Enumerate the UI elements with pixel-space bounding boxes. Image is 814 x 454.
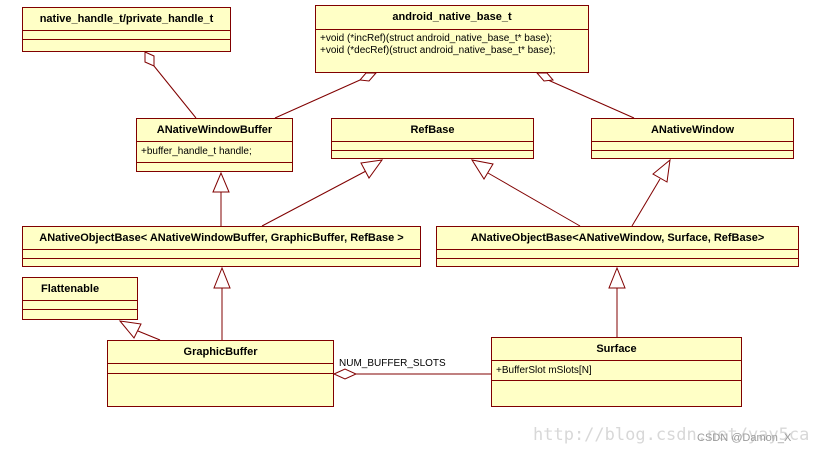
- attributes-section: [23, 250, 420, 259]
- class-flattenable[interactable]: Flattenable: [22, 277, 138, 320]
- class-anativewindow[interactable]: ANativeWindow: [591, 118, 794, 159]
- class-name: ANativeWindow: [592, 119, 793, 142]
- operations-section: [23, 259, 420, 268]
- class-name: Flattenable: [23, 278, 137, 301]
- triangle-4: [652, 158, 671, 183]
- generalization-line-2: [261, 170, 367, 227]
- operations-section: [437, 259, 798, 268]
- operations-section: +void (*incRef)(struct android_native_ba…: [316, 30, 588, 59]
- composition-line-base-window: [547, 79, 635, 119]
- operations-section: [23, 310, 137, 319]
- class-graphicbuffer[interactable]: GraphicBuffer: [107, 340, 334, 407]
- class-name: GraphicBuffer: [108, 341, 333, 364]
- operation: +void (*decRef)(struct android_native_ba…: [320, 45, 556, 56]
- class-anativewindowbuffer[interactable]: ANativeWindowBuffer +buffer_handle_t han…: [136, 118, 293, 172]
- class-name: Surface: [492, 338, 741, 361]
- attributes-section: +BufferSlot mSlots[N]: [492, 361, 741, 381]
- attributes-section: [437, 250, 798, 259]
- operations-section: [23, 40, 230, 49]
- class-anob-window[interactable]: ANativeObjectBase<ANativeWindow, Surface…: [436, 226, 799, 267]
- triangle-6: [118, 320, 142, 339]
- operations-section: [332, 151, 533, 160]
- class-surface[interactable]: Surface +BufferSlot mSlots[N]: [491, 337, 742, 407]
- class-android-native-base[interactable]: android_native_base_t +void (*incRef)(st…: [315, 5, 589, 73]
- attributes-section: [108, 364, 333, 374]
- generalization-line-3: [487, 172, 581, 227]
- attributes-section: +buffer_handle_t handle;: [137, 142, 292, 163]
- class-name: native_handle_t/private_handle_t: [23, 8, 230, 31]
- class-name: ANativeObjectBase<ANativeWindow, Surface…: [437, 227, 798, 250]
- class-name: ANativeObjectBase< ANativeWindowBuffer, …: [23, 227, 420, 250]
- attributes-section: [23, 31, 230, 40]
- diamond-base-buffer-shape: [359, 72, 378, 82]
- composition-line-handle: [153, 65, 197, 119]
- attributes-section: [23, 301, 137, 310]
- triangle-2: [360, 159, 384, 179]
- composition-line-base-buffer: [274, 79, 361, 119]
- generalization-line-4: [631, 178, 661, 227]
- operations-section: [592, 151, 793, 160]
- triangle-3: [470, 159, 494, 180]
- diamond-handle: [144, 51, 155, 67]
- triangle-7: [608, 266, 626, 289]
- association-label: NUM_BUFFER_SLOTS: [339, 358, 446, 369]
- class-refbase[interactable]: RefBase: [331, 118, 534, 159]
- diamond-base-window: [535, 72, 554, 82]
- attributes-section: [592, 142, 793, 151]
- class-name: ANativeWindowBuffer: [137, 119, 292, 142]
- operation: +void (*incRef)(struct android_native_ba…: [320, 33, 553, 44]
- class-native-handle[interactable]: native_handle_t/private_handle_t: [22, 7, 231, 52]
- triangle-5: [213, 266, 231, 289]
- operations-section: [108, 374, 333, 406]
- class-name: android_native_base_t: [316, 6, 588, 30]
- attribute: +buffer_handle_t handle;: [141, 146, 252, 157]
- operations-section: [137, 163, 292, 172]
- aggregation-diamond: [332, 368, 358, 380]
- credit: CSDN @Damon_X: [697, 432, 792, 444]
- generalization-line-6: [137, 330, 161, 341]
- class-anob-buffer[interactable]: ANativeObjectBase< ANativeWindowBuffer, …: [22, 226, 421, 267]
- triangle-1: [212, 171, 230, 193]
- watermark: http://blog.csdn.net/yay5ca: [533, 425, 810, 445]
- class-name: RefBase: [332, 119, 533, 142]
- attribute: +BufferSlot mSlots[N]: [496, 365, 592, 376]
- attributes-section: [332, 142, 533, 151]
- operations-section: [492, 381, 741, 407]
